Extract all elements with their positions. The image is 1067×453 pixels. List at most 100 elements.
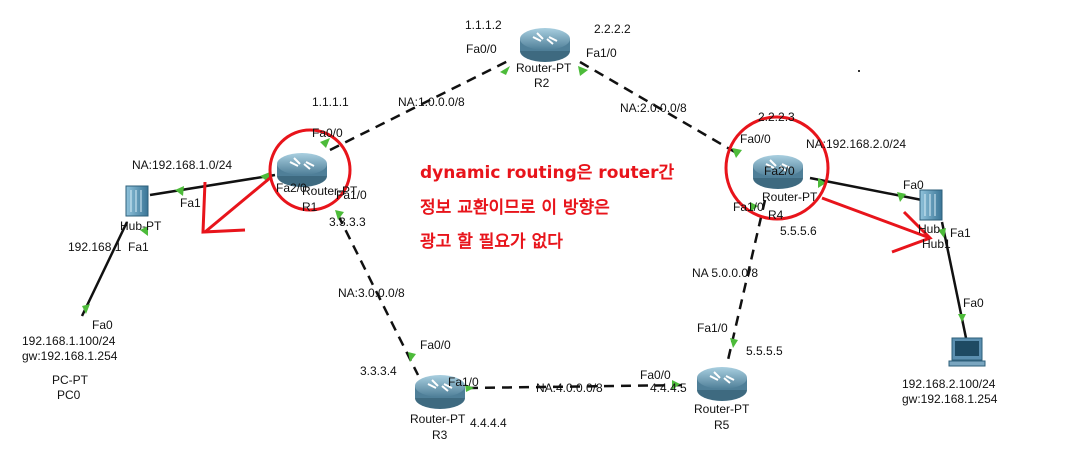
port-marker xyxy=(897,192,906,202)
router-r4-model: Router-PT xyxy=(762,190,818,204)
router-r1-name: R1 xyxy=(302,200,318,214)
highlight-circle-r1 xyxy=(268,128,352,212)
port-marker xyxy=(500,66,510,75)
port-markers xyxy=(82,66,966,392)
router-r5-model: Router-PT xyxy=(694,402,750,416)
pc-model: PC-PT xyxy=(52,373,88,387)
annotation-line-2: 정보 교환이므로 이 방향은 xyxy=(420,198,610,218)
router-R2[interactable] xyxy=(520,28,570,62)
pc-name: PC0 xyxy=(57,388,81,402)
port-marker xyxy=(175,186,184,196)
port-marker xyxy=(732,148,742,158)
port-r1-fa00: Fa0/0 xyxy=(312,126,343,140)
addr-r1-a: 1.1.1.1 xyxy=(312,95,349,109)
router-R1[interactable] xyxy=(277,153,327,187)
port-marker xyxy=(140,226,148,236)
port-hub-right-fa0: Fa0 xyxy=(903,178,924,192)
hub-left[interactable] xyxy=(125,185,149,217)
net-r1-r2: NA:1.0.0.0/8 xyxy=(398,95,465,109)
router-R4[interactable] xyxy=(753,155,803,189)
port-r1-fa20: Fa2/0 xyxy=(276,181,307,195)
net-lan-left: NA:192.168.1.0/24 xyxy=(132,158,233,172)
hub-right-model: Hub xyxy=(918,222,941,236)
addr-r3-b: 4.4.4.4 xyxy=(470,416,507,430)
addr-r3-a: 3.3.3.4 xyxy=(360,364,397,378)
port-r2-fa10: Fa1/0 xyxy=(586,46,617,60)
hub-left-model: Hub-PT xyxy=(120,219,162,233)
addr-r4-c: 5.5.5.6 xyxy=(780,224,817,238)
router-r2-name: R2 xyxy=(534,76,550,90)
annotation-line-1: dynamic routing은 router간 xyxy=(420,163,675,183)
pc-right-gw: gw:192.168.1.254 xyxy=(902,392,998,406)
port-marker xyxy=(938,228,946,238)
port-marker xyxy=(82,304,90,314)
link-r2-r4[interactable] xyxy=(579,60,741,157)
link-r3-r5[interactable] xyxy=(467,383,689,390)
port-r4-fa00: Fa0/0 xyxy=(740,132,771,146)
pc-right[interactable] xyxy=(948,337,986,367)
addr-r2-a: 1.1.1.2 xyxy=(465,18,502,32)
addr-r4-a: 2.2.2.3 xyxy=(758,110,795,124)
port-r4-fa20: Fa2/0 xyxy=(764,164,795,178)
net-r1-r3: NA:3.0.0.0/8 xyxy=(338,286,405,300)
router-R5[interactable] xyxy=(697,367,747,401)
highlight-circle-r4 xyxy=(724,115,830,221)
port-hub-left-fa1: Fa1 xyxy=(180,196,201,210)
addr-r5-a: 4.4.4.5 xyxy=(650,381,687,395)
port-r4-fa10: Fa1/0 xyxy=(733,200,764,214)
port-r3-fa00: Fa0/0 xyxy=(420,338,451,352)
port-pc-right-fa0: Fa0 xyxy=(963,296,984,310)
port-r2-fa00: Fa0/0 xyxy=(466,42,497,56)
port-marker xyxy=(320,138,330,148)
net-lan-right: NA:192.168.2.0/24 xyxy=(806,137,907,151)
net-r3-r5: NA:4.0.0.0/8 xyxy=(536,381,603,395)
port-marker xyxy=(750,202,758,212)
serial-links xyxy=(329,58,767,390)
hub-right-name: Hub1 xyxy=(922,237,951,251)
port-marker xyxy=(578,66,588,76)
router-r1-model: Router-PT xyxy=(302,184,358,198)
link-hub-left-r1[interactable] xyxy=(149,173,276,197)
port-r1-fa10: Fa1/0 xyxy=(336,188,367,202)
port-marker xyxy=(408,352,416,362)
net-r4-r5: NA 5.0.0.0/8 xyxy=(692,266,759,280)
port-pc-fa0: Fa0 xyxy=(92,318,113,332)
annotation-highlights xyxy=(201,115,933,254)
port-marker xyxy=(818,178,826,188)
router-r3-model: Router-PT xyxy=(410,412,466,426)
port-r5-fa10: Fa1/0 xyxy=(697,321,728,335)
port-marker xyxy=(465,384,474,392)
link-r1-r3[interactable] xyxy=(336,214,420,376)
port-marker xyxy=(335,210,344,220)
port-marker xyxy=(958,314,966,322)
hub-right[interactable] xyxy=(919,189,943,221)
router-R3[interactable] xyxy=(415,375,465,409)
port-marker xyxy=(672,380,680,390)
port-marker xyxy=(730,338,738,348)
port-r3-fa10: Fa1/0 xyxy=(448,375,479,389)
arrow-left-head xyxy=(201,181,246,234)
arrow-right-head xyxy=(891,210,933,254)
link-hub-left-pc[interactable] xyxy=(80,221,129,317)
router-r3-name: R3 xyxy=(432,428,448,442)
addr-r1-c: 3.3.3.3 xyxy=(329,215,366,229)
arrow-left xyxy=(204,176,271,234)
annotation-line-3: 광고 할 필요가 없다 xyxy=(420,232,563,252)
pc-gw: gw:192.168.1.254 xyxy=(22,349,118,363)
arrow-right xyxy=(821,196,931,240)
net-r2-r4: NA:2.0.0.0/8 xyxy=(620,101,687,115)
router-r5-name: R5 xyxy=(714,418,730,432)
pc-right-ip: 192.168.2.100/24 xyxy=(902,377,996,391)
router-r2-model: Router-PT xyxy=(516,61,572,75)
addr-r5-b: 5.5.5.5 xyxy=(746,344,783,358)
port-hub-right-fa1: Fa1 xyxy=(950,226,971,240)
link-r4-r5[interactable] xyxy=(726,199,767,361)
port-hub-left-fa1b: Fa1 xyxy=(128,240,149,254)
pc-ip: 192.168.1.100/24 xyxy=(22,334,116,348)
addr-r2-b: 2.2.2.2 xyxy=(594,22,631,36)
port-r5-fa00: Fa0/0 xyxy=(640,368,671,382)
router-r4-name: R4 xyxy=(768,208,784,222)
addr-hub-left: 192.168.1 xyxy=(68,240,122,254)
